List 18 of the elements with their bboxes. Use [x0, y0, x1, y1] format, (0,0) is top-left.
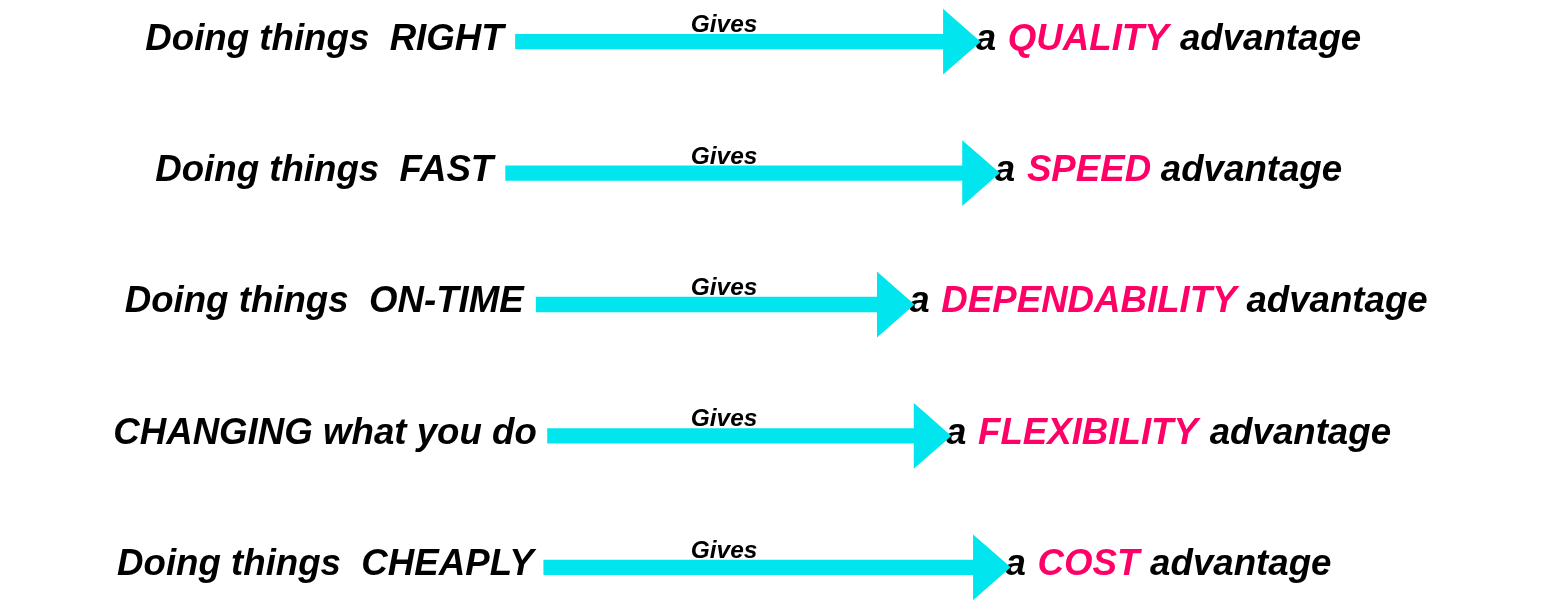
node-text: a COST advantage: [1005, 542, 1332, 584]
node-text: Doing things CHEAPLY: [117, 542, 534, 584]
edge-label: Gives: [690, 273, 758, 301]
arrow: [535, 271, 915, 338]
arrow: [547, 403, 952, 469]
node-text: a QUALITY advantage: [975, 16, 1362, 58]
node-text: Doing things RIGHT: [145, 16, 504, 58]
edge-label: Gives: [690, 10, 758, 38]
edge-label: Gives: [690, 535, 758, 563]
node-text: a SPEED advantage: [994, 148, 1343, 190]
arrow: [505, 140, 1000, 206]
node-text: Doing things ON-TIME: [124, 279, 524, 321]
edge-label: Gives: [690, 404, 758, 432]
edge-label: Gives: [690, 141, 758, 169]
arrow: [543, 534, 1011, 601]
node-text: CHANGING what you do: [113, 410, 537, 452]
arrow: [515, 8, 981, 75]
node-text: Doing things FAST: [155, 148, 494, 190]
